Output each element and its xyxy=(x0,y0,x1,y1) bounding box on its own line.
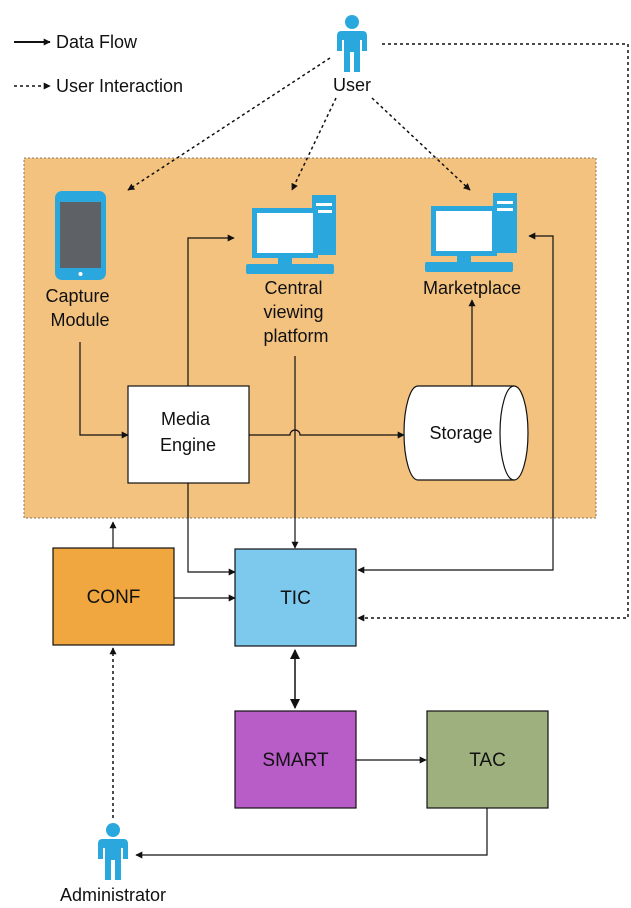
media-engine-to-tic-arrow xyxy=(187,483,236,576)
desktop-computer-icon xyxy=(246,195,336,274)
capture-module-label: Capture Module xyxy=(45,286,114,330)
legend-data-flow-label: Data Flow xyxy=(56,32,138,52)
user-to-central-viewing-arrow xyxy=(291,97,337,191)
media-engine-label: Media Engine xyxy=(160,409,216,455)
person-icon xyxy=(98,823,128,880)
user-to-marketplace-arrow xyxy=(371,97,471,191)
legend: Data Flow User Interaction xyxy=(14,32,183,96)
conf-box xyxy=(52,547,175,646)
user-label: User xyxy=(333,75,371,95)
legend-user-interaction-label: User Interaction xyxy=(56,76,183,96)
person-icon xyxy=(337,15,367,72)
tac-box xyxy=(426,710,549,809)
conf-label: CONF xyxy=(87,587,141,608)
tic-marketplace-link xyxy=(357,232,554,574)
tablet-icon xyxy=(55,191,106,280)
media-engine-to-central-viewing-arrow xyxy=(187,234,235,386)
storage-label: Storage xyxy=(429,423,492,443)
user-to-capture-arrow xyxy=(127,57,331,191)
tic-box xyxy=(234,548,357,647)
tic-label: TIC xyxy=(280,588,311,609)
user-to-tic-arrow xyxy=(357,43,629,622)
media-engine-box xyxy=(127,385,250,484)
administrator-label: Administrator xyxy=(60,885,166,905)
central-viewing-platform-label: Central viewing platform xyxy=(263,278,328,346)
tac-label: TAC xyxy=(469,750,506,771)
capture-to-media-engine-arrow xyxy=(79,342,129,439)
tac-to-administrator-arrow xyxy=(135,808,488,859)
marketplace-label: Marketplace xyxy=(423,278,521,298)
smart-label: SMART xyxy=(262,750,329,771)
